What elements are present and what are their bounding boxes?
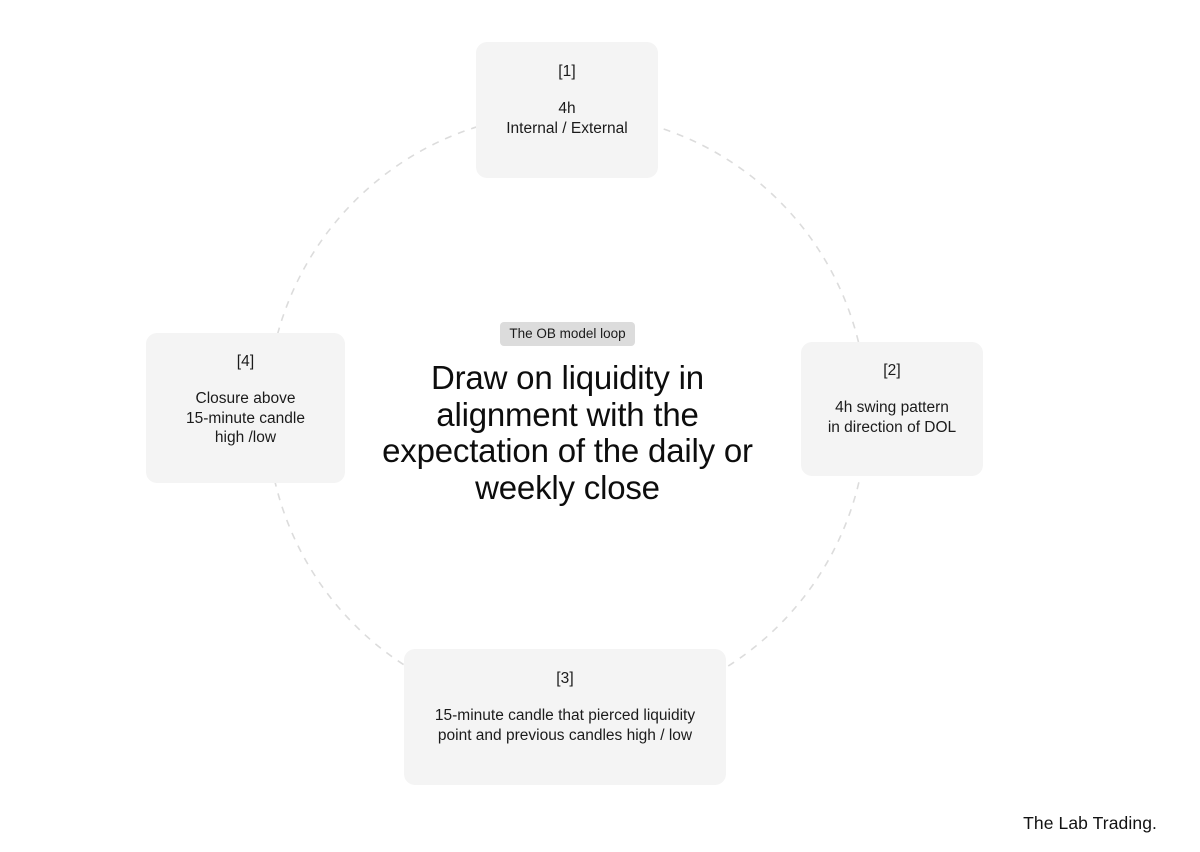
node-4-body: Closure above 15-minute candle high /low: [186, 390, 305, 447]
center-badge: The OB model loop: [500, 322, 635, 346]
node-3-index: [3]: [556, 670, 574, 687]
node-card-3[interactable]: [3] 15-minute candle that pierced liquid…: [404, 649, 726, 785]
node-card-2[interactable]: [2] 4h swing pattern in direction of DOL: [801, 342, 983, 476]
footer-wordmark: The Lab Trading.: [1023, 813, 1157, 833]
center-title: Draw on liquidity in alignment with the …: [382, 359, 753, 506]
node-card-1[interactable]: [1] 4h Internal / External: [476, 42, 658, 178]
center-content: The OB model loop Draw on liquidity in a…: [370, 322, 765, 506]
node-3-body: 15-minute candle that pierced liquidity …: [434, 707, 696, 744]
node-1-index: [1]: [558, 63, 576, 80]
node-card-4[interactable]: [4] Closure above 15-minute candle high …: [146, 333, 345, 483]
node-1-body: 4h Internal / External: [506, 100, 628, 137]
node-4-index: [4]: [236, 353, 255, 370]
node-2-body: 4h swing pattern in direction of DOL: [827, 399, 957, 436]
node-2-index: [2]: [883, 362, 901, 379]
